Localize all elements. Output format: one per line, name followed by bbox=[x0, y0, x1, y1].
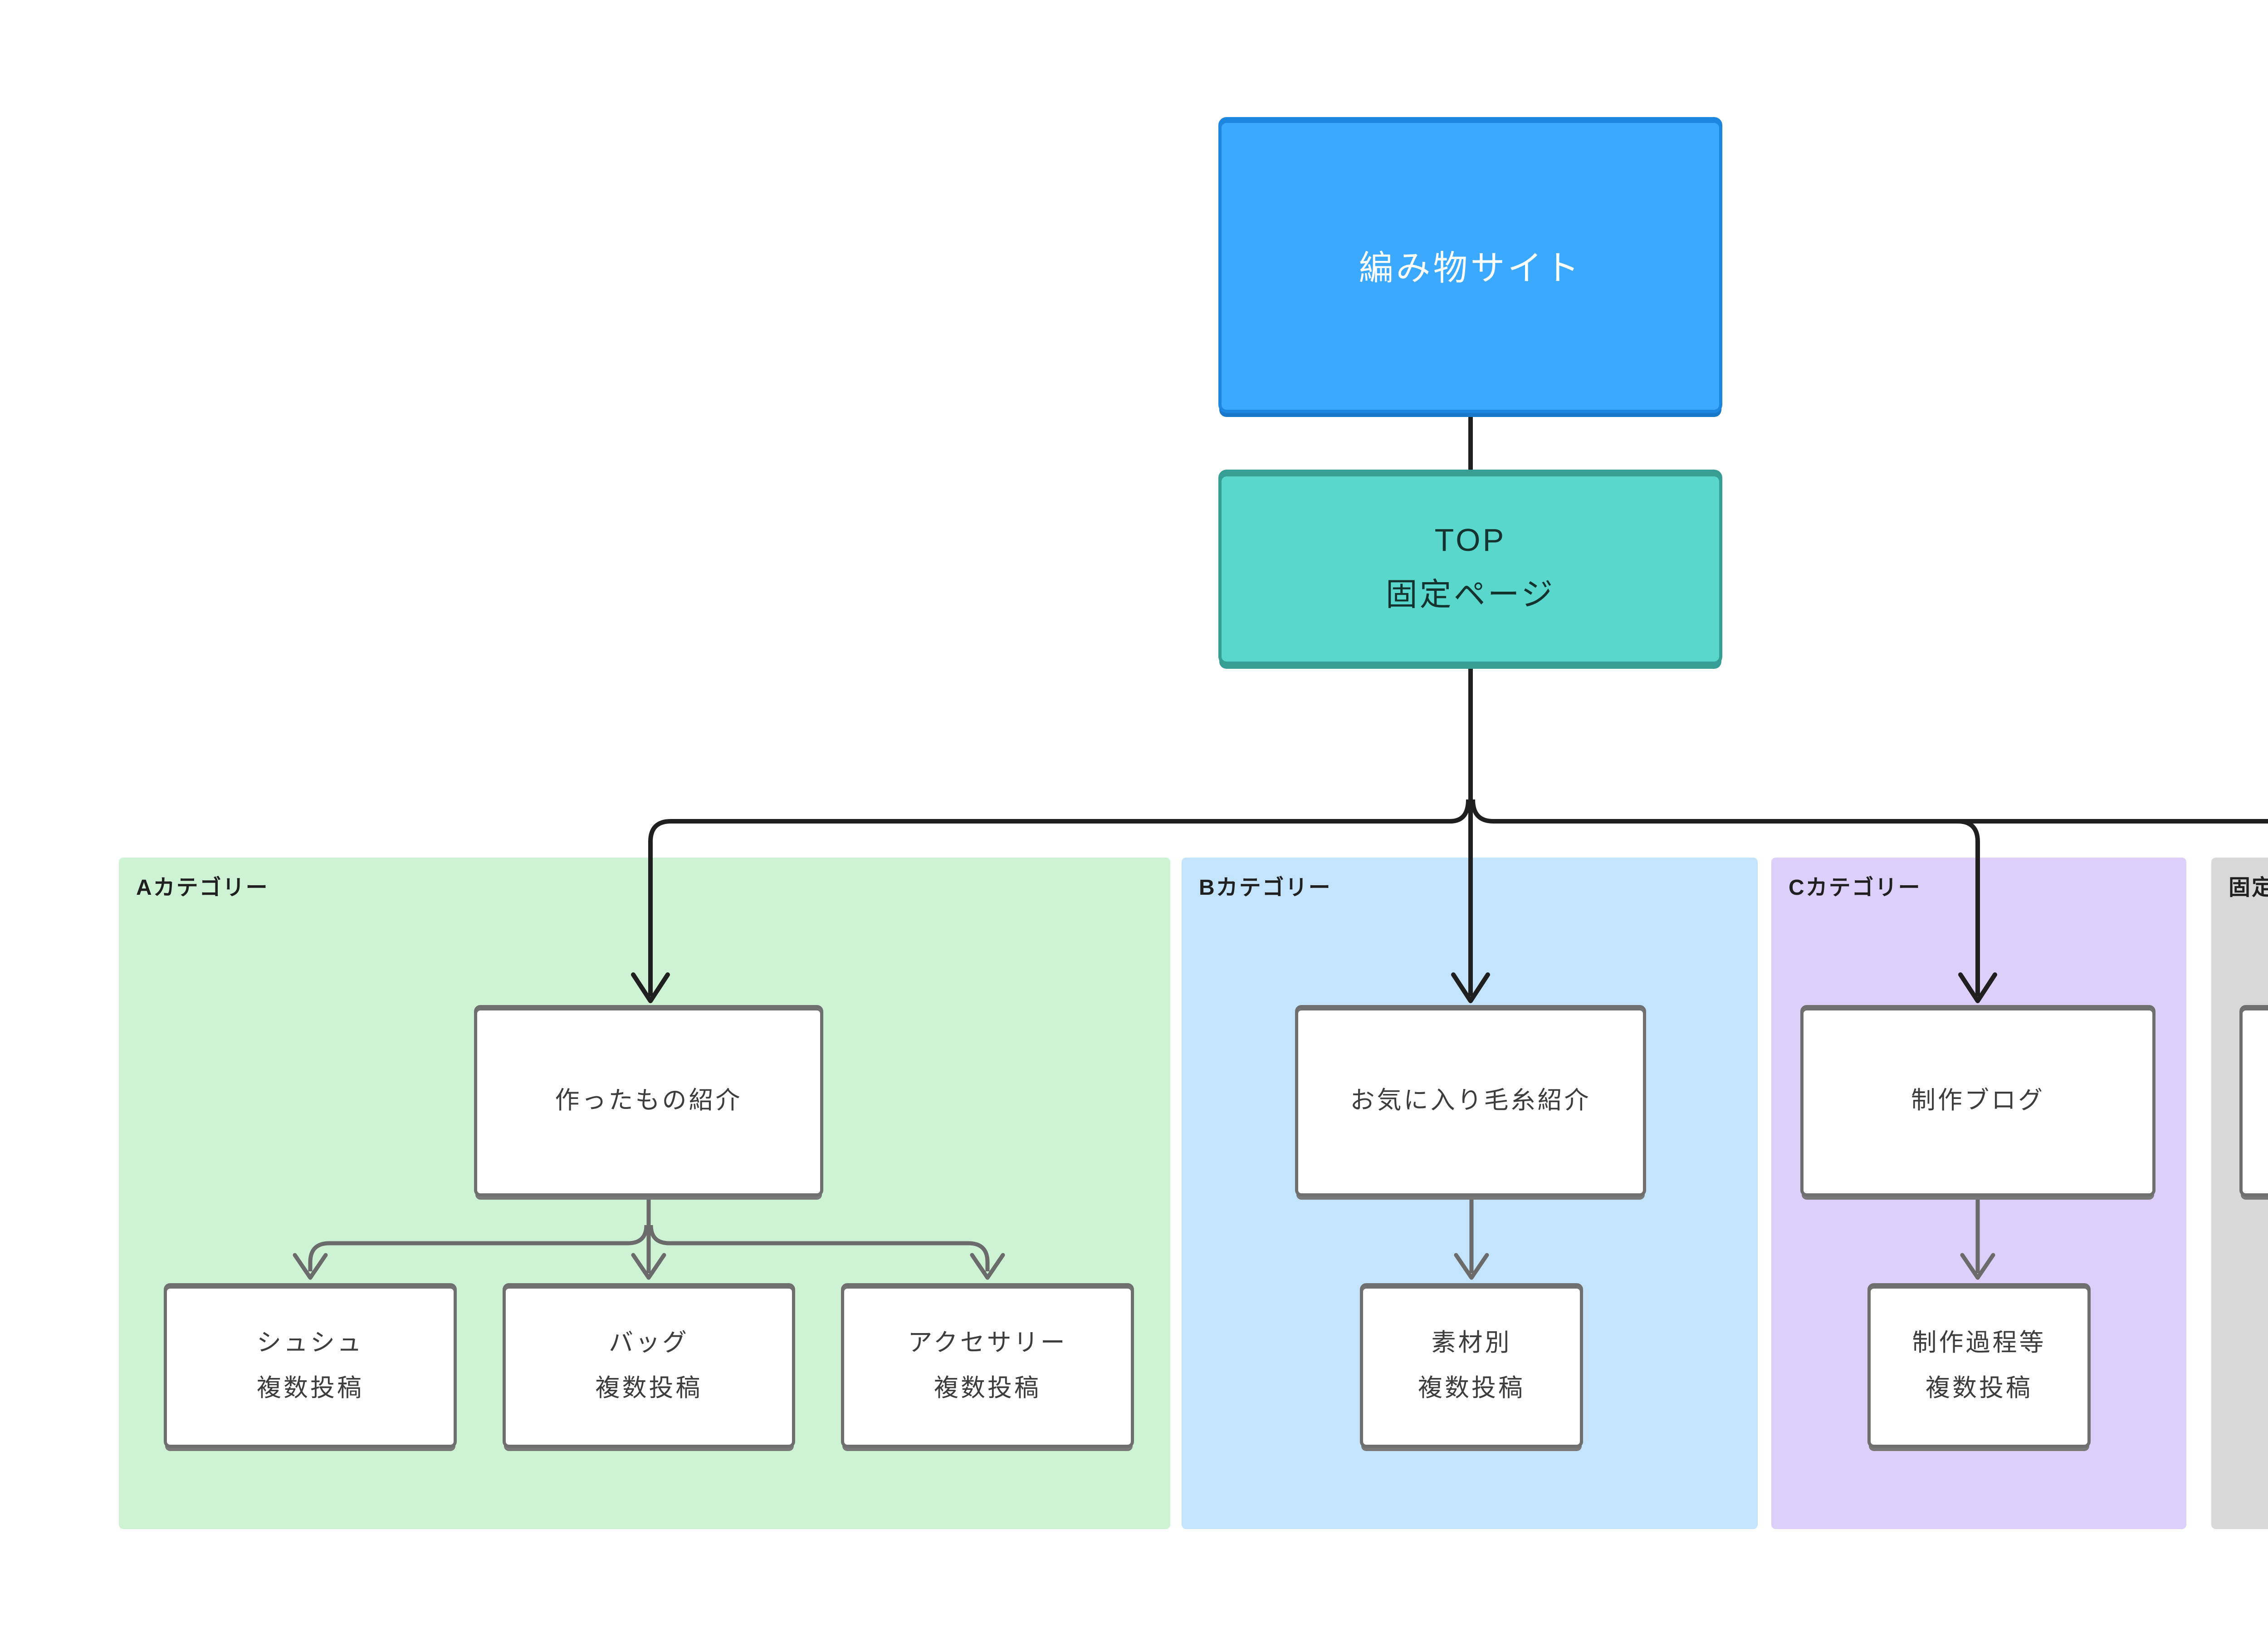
top-page-node: TOP 固定ページ bbox=[1218, 470, 1722, 665]
arrowhead-a-child2 bbox=[631, 1253, 666, 1280]
arrowhead-a-child3 bbox=[970, 1253, 1005, 1280]
edge-a-to-child3 bbox=[649, 1225, 990, 1271]
node-a-child-3-line2: 複数投稿 bbox=[934, 1374, 1041, 1402]
node-b-parent: お気に入り毛糸紹介 bbox=[1295, 1005, 1646, 1196]
node-a-parent-label: 作ったもの紹介 bbox=[555, 1087, 743, 1114]
root-node-label: 編み物サイト bbox=[1359, 249, 1582, 288]
arrowhead-c-child bbox=[1960, 1253, 1995, 1280]
node-a-child-2-line2: 複数投稿 bbox=[595, 1374, 703, 1402]
top-page-line1: TOP bbox=[1434, 522, 1506, 558]
node-a-child-1-line2: 複数投稿 bbox=[257, 1374, 364, 1402]
group-label-b: Bカテゴリー bbox=[1199, 876, 1332, 900]
edge-top-to-c bbox=[1957, 819, 1980, 996]
edge-top-to-fixed bbox=[1471, 799, 2268, 824]
arrowhead-a-child1 bbox=[293, 1253, 328, 1280]
edge-top-to-a bbox=[648, 799, 1471, 996]
node-c-parent: 制作ブログ bbox=[1800, 1005, 2156, 1196]
arrowhead-b bbox=[1451, 972, 1490, 1003]
node-a-child-1: シュシュ 複数投稿 bbox=[164, 1283, 457, 1448]
node-b-child-1-line2: 複数投稿 bbox=[1418, 1374, 1525, 1402]
root-node: 編み物サイト bbox=[1218, 117, 1722, 413]
node-a-parent: 作ったもの紹介 bbox=[474, 1005, 823, 1196]
node-a-child-3-line1: アクセサリー bbox=[908, 1329, 1067, 1356]
node-a-child-2: バッグ 複数投稿 bbox=[503, 1283, 795, 1448]
node-a-child-2-line1: バッグ bbox=[609, 1329, 689, 1356]
node-b-child-1-line1: 素材別 bbox=[1431, 1329, 1512, 1356]
group-label-c: Cカテゴリー bbox=[1789, 876, 1921, 900]
node-a-child-1-line1: シュシュ bbox=[257, 1329, 364, 1356]
node-b-parent-label: お気に入り毛糸紹介 bbox=[1350, 1087, 1591, 1114]
edge-a-to-child1 bbox=[308, 1225, 649, 1271]
node-c-child-1-line2: 複数投稿 bbox=[1926, 1374, 2033, 1402]
node-fixed-parent: このサイトについて bbox=[2239, 1005, 2268, 1196]
arrowhead-b-child bbox=[1454, 1253, 1489, 1280]
node-a-child-3: アクセサリー 複数投稿 bbox=[841, 1283, 1134, 1448]
arrowhead-c bbox=[1958, 972, 1997, 1003]
node-c-child-1-line1: 制作過程等 bbox=[1912, 1329, 2046, 1356]
node-b-child-1: 素材別 複数投稿 bbox=[1360, 1283, 1583, 1448]
top-page-line2: 固定ページ bbox=[1385, 577, 1555, 612]
node-c-parent-label: 制作ブログ bbox=[1911, 1087, 2045, 1114]
group-label-a: Aカテゴリー bbox=[136, 876, 269, 900]
group-label-fixed-pages: 固定ページ bbox=[2229, 876, 2268, 900]
arrowhead-a bbox=[631, 972, 670, 1003]
node-c-child-1: 制作過程等 複数投稿 bbox=[1867, 1283, 2091, 1448]
